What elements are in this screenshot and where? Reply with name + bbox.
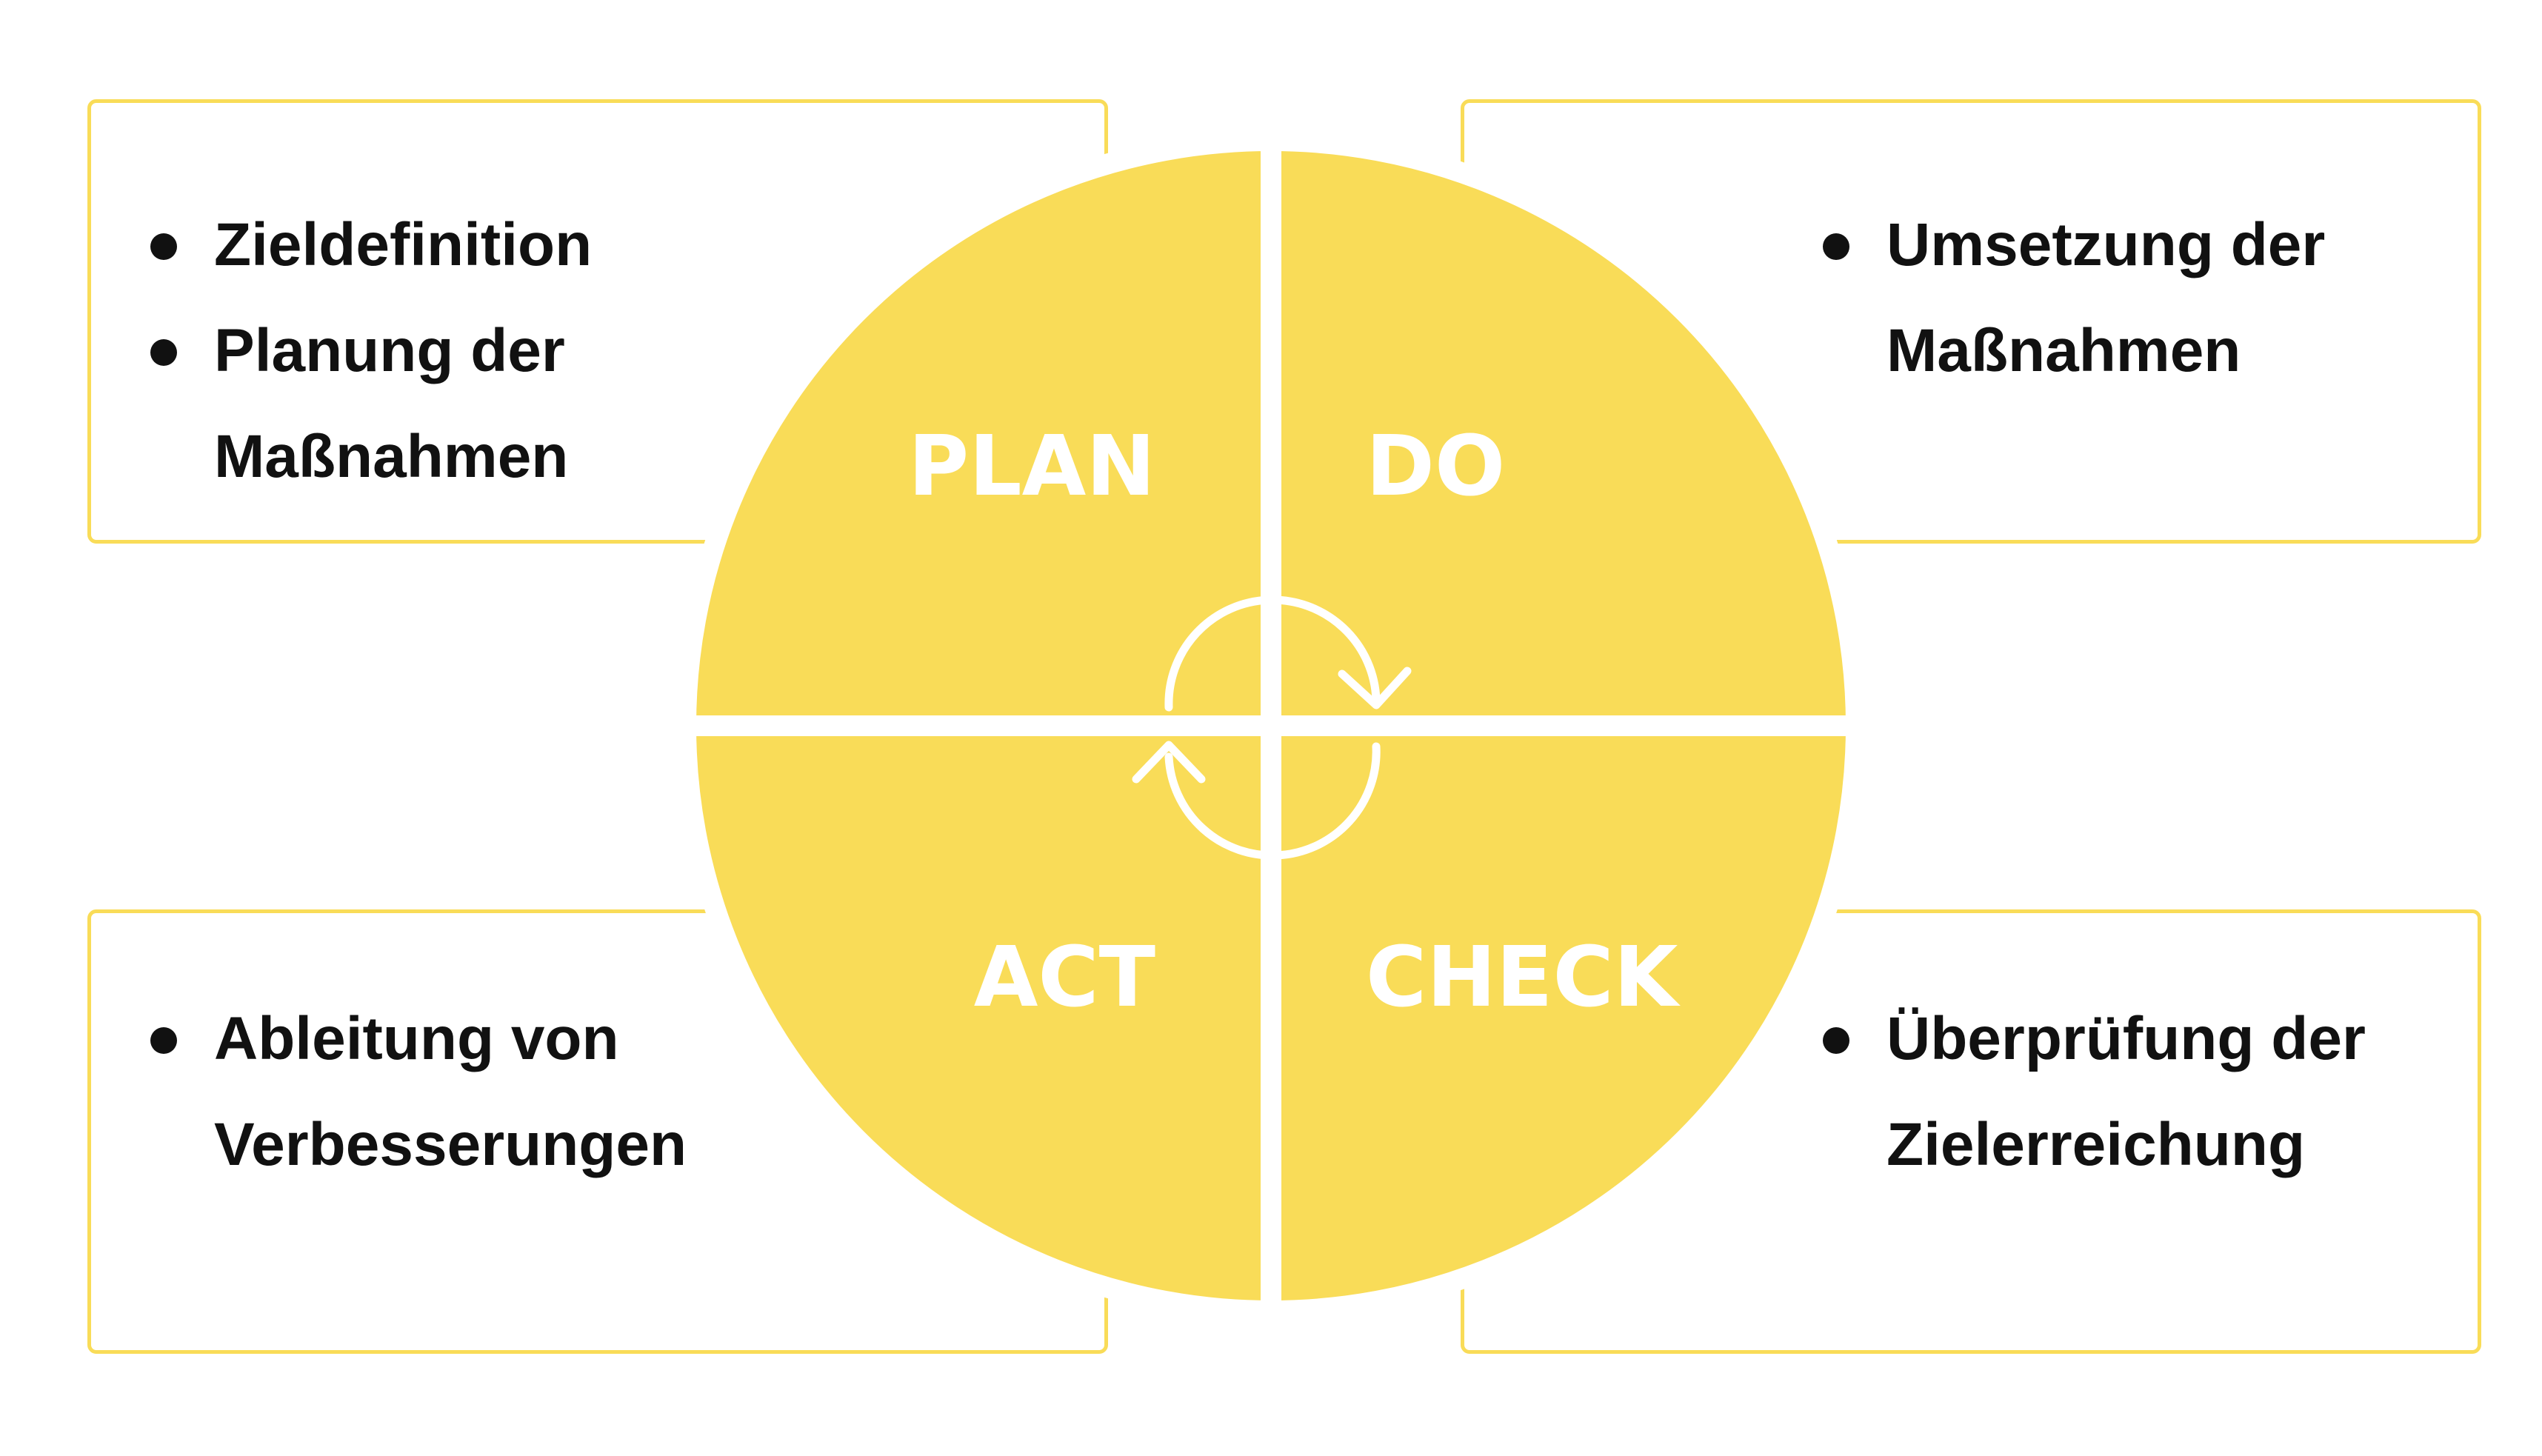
do-quadrant: [1261, 130, 1867, 736]
do-bullet-list: Umsetzung der Maßnahmen: [1823, 192, 2415, 404]
plan-bullet-item: Zieldefinition: [150, 192, 758, 298]
act-bullet-list: Ableitung von Verbesserungen: [150, 986, 817, 1198]
check-label: CHECK: [1366, 929, 1681, 1026]
plan-bullet-list: Zieldefinition Planung der Maßnahmen: [150, 192, 758, 510]
check-bullet-item: Überprüfung der Zielerreichung: [1823, 986, 2460, 1198]
cycle-arrows-icon: [1132, 595, 1412, 860]
pdca-circle: [675, 130, 1867, 1322]
plan-bullet-item: Planung der Maßnahmen: [150, 298, 758, 510]
check-bullet-list: Überprüfung der Zielerreichung: [1823, 986, 2460, 1198]
do-label: DO: [1366, 418, 1505, 515]
plan-quadrant: [675, 130, 1281, 736]
plan-label: PLAN: [908, 418, 1155, 515]
act-quadrant: [675, 715, 1281, 1322]
check-quadrant: [1261, 715, 1867, 1322]
do-bullet-item: Umsetzung der Maßnahmen: [1823, 192, 2415, 404]
act-bullet-item: Ableitung von Verbesserungen: [150, 986, 817, 1198]
act-label: ACT: [974, 929, 1155, 1026]
